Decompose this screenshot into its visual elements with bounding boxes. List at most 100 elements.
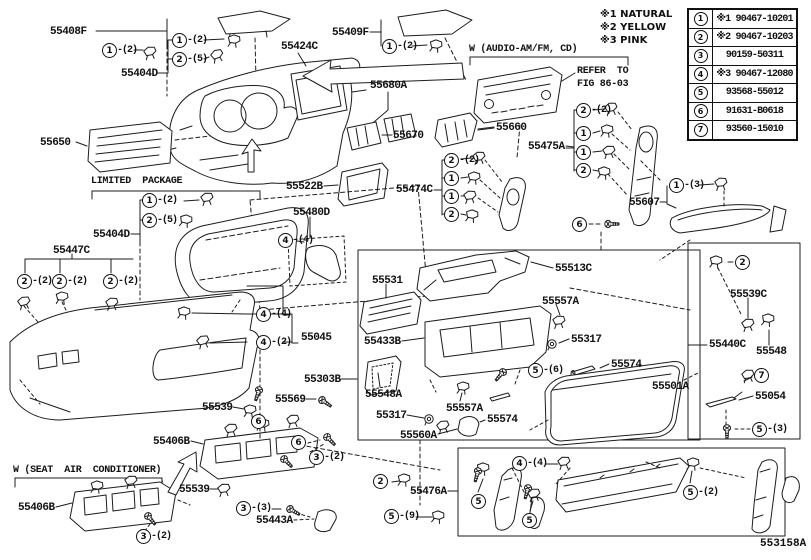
fastener-table-row: 2※2 90467-10203 (689, 28, 796, 47)
fastener-callout: 2(5) (172, 52, 208, 67)
part-label: 55557A (542, 296, 579, 308)
fastener-callout: 1 (444, 189, 459, 204)
callout-qty: (2) (187, 35, 208, 46)
fastener-callout: 2(2) (103, 274, 139, 289)
callout-qty: (3) (684, 180, 705, 191)
callout-number: 2 (444, 153, 459, 168)
section-label-audio: W (AUDIO-AM/FM, CD) (469, 44, 578, 55)
fastener-callout: 1 (444, 171, 459, 186)
part-drawing-55531 (359, 283, 422, 335)
callout-number: 6 (251, 414, 266, 429)
part-drawing-55650 (75, 121, 211, 173)
part-drawing-small-pins (406, 303, 651, 437)
callout-number: 2 (142, 213, 157, 228)
bracket-limited-package (91, 190, 261, 200)
callout-number: 5 (752, 422, 767, 437)
refer-to-figure: FIG 86-03 (577, 79, 629, 90)
callout-number: 2 (576, 103, 591, 118)
callout-number: 6 (291, 435, 306, 450)
fastener-callout: 3(2) (136, 529, 172, 544)
fastener-callout: 4(4) (512, 456, 548, 471)
fastener-index: 3 (693, 48, 708, 63)
part-label: 55607 (629, 197, 660, 209)
part-drawing-55443A (271, 508, 337, 533)
fastener-index: 4 (693, 67, 708, 82)
part-label: 55539 (179, 484, 210, 496)
callout-qty: (2) (397, 41, 418, 52)
box-55440C-group (687, 242, 801, 440)
part-label: 55660 (496, 122, 527, 134)
callout-qty: (2) (151, 531, 172, 542)
fastener-callout: 5 (522, 513, 537, 528)
part-drawing-55409F (369, 9, 473, 81)
fastener-part-number: ※1 90467-10201 (716, 13, 793, 25)
callout-number: 1 (142, 193, 157, 208)
callout-qty: (6) (543, 365, 564, 376)
color-note: ※1 NATURAL (600, 9, 673, 20)
callout-number: 5 (384, 509, 399, 524)
fastener-callout: 1(2) (172, 33, 208, 48)
callout-qty: (2) (117, 45, 138, 56)
part-label: 55433B (364, 336, 401, 348)
fastener-index: 2 (693, 30, 708, 45)
misc-leaders (133, 38, 603, 251)
fastener-index: 5 (693, 85, 708, 100)
fastener-callout: 1(2) (382, 39, 418, 54)
fastener-part-number: 90159-50311 (725, 50, 784, 62)
callout-number: 2 (444, 207, 459, 222)
part-drawing-55406B-upper (190, 349, 325, 480)
callout-number: 1 (444, 189, 459, 204)
callout-qty: (2) (591, 105, 612, 116)
fastener-callout: 4(2) (256, 335, 292, 350)
callout-qty: (2) (459, 155, 480, 166)
callout-number: 7 (754, 368, 769, 383)
fastener-callout: 2 (735, 255, 750, 270)
part-drawing-55660 (434, 112, 495, 148)
fastener-callout: 2(2) (17, 274, 53, 289)
part-label: 55539C (730, 289, 767, 301)
part-label: 55574 (611, 359, 642, 371)
fastener-part-number: 93560-15010 (725, 124, 784, 136)
callout-qty: (2) (157, 195, 178, 206)
part-drawing-55440C-group (687, 261, 770, 430)
fastener-callout: 2 (444, 207, 459, 222)
callout-number: 3 (309, 450, 324, 465)
part-drawing-55433B (401, 305, 552, 393)
part-label: 55650 (40, 137, 71, 149)
fastener-callout: 6 (251, 414, 266, 429)
fastener-callout: 3(3) (236, 501, 272, 516)
callout-qty: (4) (293, 235, 314, 246)
fastener-callout: 6 (291, 435, 306, 450)
part-label: 55440C (709, 339, 746, 351)
fastener-index: 7 (693, 122, 708, 137)
fastener-part-number: 91631-B0618 (725, 105, 784, 117)
callout-qty: (3) (767, 424, 788, 435)
fastener-callout: 7 (754, 368, 769, 383)
part-label: 55680A (370, 80, 407, 92)
refer-to-note: REFER TO (577, 66, 629, 77)
part-drawing-instrument-panel (157, 39, 367, 185)
callout-number: 2 (103, 274, 118, 289)
callout-qty: (3) (251, 503, 272, 514)
part-drawing-55607 (639, 159, 787, 261)
fastener-callout: 2(2) (52, 274, 88, 289)
fastener-callout: 2(2) (576, 103, 612, 118)
part-label: 55317 (376, 410, 407, 422)
figure-code: 553158A (760, 538, 807, 550)
part-label: 55045 (301, 332, 332, 344)
callout-number: 2 (17, 274, 32, 289)
fastener-callout: 1 (576, 145, 591, 160)
callout-number: 1 (576, 126, 591, 141)
part-label: 55317 (571, 334, 602, 346)
fastener-callout: 1(2) (142, 193, 178, 208)
part-drawing-55548A (364, 355, 402, 396)
part-drawing-55501A (529, 361, 701, 446)
callout-qty: (2) (271, 337, 292, 348)
part-label: 55501A (652, 381, 689, 393)
callout-qty: (2) (32, 276, 53, 287)
fastener-callout: 2(2) (444, 153, 480, 168)
callout-qty: (5) (187, 54, 208, 65)
callout-number: 5 (522, 513, 537, 528)
